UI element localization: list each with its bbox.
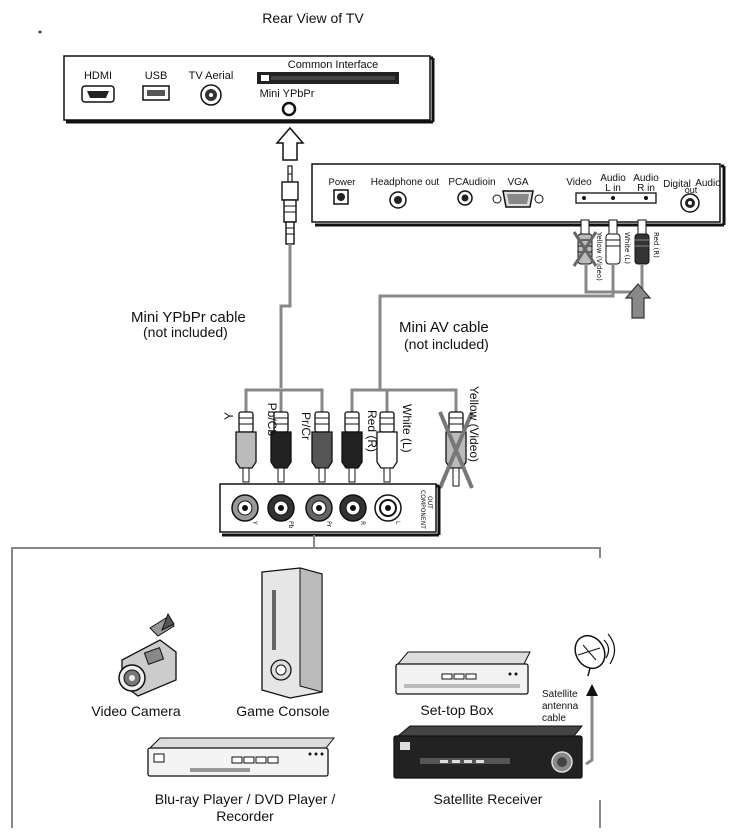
- pb-plug-label: Pb/Cb: [265, 403, 279, 437]
- satellite-antenna-label-3: cable: [542, 713, 566, 724]
- side-yellow-plug-icon: [572, 219, 598, 267]
- tv-side-panel: Power Headphone out PCAudioin VGA Video …: [311, 163, 726, 227]
- av-input-strip: [575, 192, 657, 204]
- pb-plug-icon: [270, 411, 292, 483]
- jack-pr-icon: [305, 494, 333, 522]
- satellite-receiver-icon: [393, 725, 584, 779]
- game-console-icon: [261, 567, 323, 699]
- digital-audio-label-2: Audio: [695, 178, 721, 189]
- av-cable-label-2: (not included): [404, 336, 489, 352]
- pr-plug-icon: [311, 411, 333, 483]
- pc-audio-in-label: PCAudioin: [448, 177, 495, 188]
- jack-l-label: L: [394, 521, 401, 525]
- set-top-box-label: Set-top Box: [420, 702, 493, 718]
- y-plug-icon: [235, 411, 257, 483]
- component-out-label-2: OUT: [426, 496, 433, 509]
- digital-audio-label-1: Digital: [663, 179, 691, 190]
- ypbpr-cable-label-2: (not included): [143, 324, 228, 340]
- mini-ypbpr-port-icon: [281, 101, 297, 117]
- antenna-cable: [585, 694, 594, 766]
- pr-plug-label: Pr/Cr: [299, 412, 313, 440]
- headphone-out-label: Headphone out: [371, 177, 440, 188]
- yellow-plug-label: Yellow (Video): [467, 386, 481, 462]
- bluray-label-1: Blu-ray Player / DVD Player /: [155, 791, 336, 807]
- rca-plug-row: Y Pb/Cb Pr/Cr Red (R) White (L) Yellow (…: [222, 386, 481, 489]
- video-camera-icon: [118, 612, 177, 697]
- audio-r-in-label-2: R in: [637, 183, 655, 194]
- ypbpr-cable-label-1: Mini YPbPr cable: [131, 309, 246, 326]
- jack-pb-icon: [267, 494, 295, 522]
- side-yellow-label: Yellow (Video): [595, 231, 603, 281]
- component-out-label-1: COMPONENT: [419, 490, 426, 529]
- jack-l-icon: [374, 494, 402, 522]
- jack-pb-label: Pb: [287, 521, 294, 529]
- red-plug-icon: [341, 411, 363, 483]
- insert-arrow-icon: [275, 126, 305, 161]
- y-plug-label: Y: [222, 412, 236, 420]
- satellite-antenna-label-1: Satellite: [542, 689, 578, 700]
- side-white-label: White (L): [623, 232, 631, 264]
- antenna-arrow-icon: [586, 684, 598, 696]
- side-rca-plugs: Yellow (Video) White (L) Red (R): [572, 219, 660, 294]
- device-bracket: [11, 535, 601, 558]
- power-label: Power: [329, 177, 356, 188]
- headphone-port-icon: [389, 191, 407, 209]
- tv-aerial-label: TV Aerial: [189, 70, 234, 82]
- common-interface-label: Common Interface: [288, 59, 378, 71]
- set-top-box-icon: [395, 651, 531, 695]
- jack-y-icon: [231, 494, 259, 522]
- stray-dot: [38, 30, 42, 34]
- component-out-panel: Y Pb Pr R L COMPONENT OUT: [219, 483, 441, 537]
- common-interface-slot-icon: [257, 72, 399, 84]
- aerial-port-icon: [200, 84, 222, 106]
- mini-ypbpr-label: Mini YPbPr: [260, 88, 315, 100]
- satellite-receiver-label: Satellite Receiver: [434, 791, 543, 807]
- jack-r-icon: [339, 494, 367, 522]
- white-plug-icon: [376, 411, 398, 483]
- digital-audio-label-3: out: [685, 185, 698, 195]
- satellite-dish-icon: [574, 633, 616, 677]
- hdmi-port-icon: [81, 85, 115, 103]
- hdmi-label: HDMI: [84, 70, 112, 82]
- audio-l-in-label-2: L in: [605, 183, 621, 194]
- av-cable-label-1: Mini AV cable: [399, 319, 489, 336]
- bluray-label-2: Recorder: [216, 808, 274, 824]
- vga-port-icon: [492, 190, 544, 208]
- red-plug-label: Red (R): [365, 410, 379, 452]
- white-plug-label: White (L): [400, 404, 414, 453]
- usb-label: USB: [145, 70, 168, 82]
- side-insert-arrow-icon: [624, 283, 652, 319]
- cable-lines: [244, 244, 615, 412]
- vga-label: VGA: [507, 177, 528, 188]
- game-console-label: Game Console: [236, 703, 330, 719]
- audio-r-in-label-1: Audio: [633, 173, 659, 184]
- video-label: Video: [566, 177, 592, 188]
- audio-l-in-label-1: Audio: [600, 173, 626, 184]
- jack-pr-label: Pr: [325, 521, 332, 528]
- bluray-player-icon: [147, 737, 336, 777]
- video-camera-label: Video Camera: [91, 703, 180, 719]
- usb-port-icon: [142, 85, 170, 101]
- yellow-plug-crossed-icon: [438, 411, 474, 489]
- tv-top-panel: HDMI USB TV Aerial Common Interface Mini…: [63, 55, 435, 124]
- side-red-label: Red (R): [652, 232, 660, 258]
- power-port-icon: [333, 189, 349, 205]
- jack-r-label: R: [359, 521, 366, 525]
- device-bracket-sides: [11, 558, 601, 828]
- diagram-title: Rear View of TV: [262, 10, 364, 26]
- digital-audio-port-icon: [680, 193, 700, 213]
- side-white-plug-icon: [605, 219, 621, 265]
- mini-ypbpr-plug-icon: [281, 165, 299, 245]
- satellite-antenna-label-2: antenna: [542, 701, 579, 712]
- jack-y-label: Y: [251, 520, 258, 525]
- side-red-plug-icon: [634, 219, 650, 265]
- pc-audio-port-icon: [457, 190, 473, 206]
